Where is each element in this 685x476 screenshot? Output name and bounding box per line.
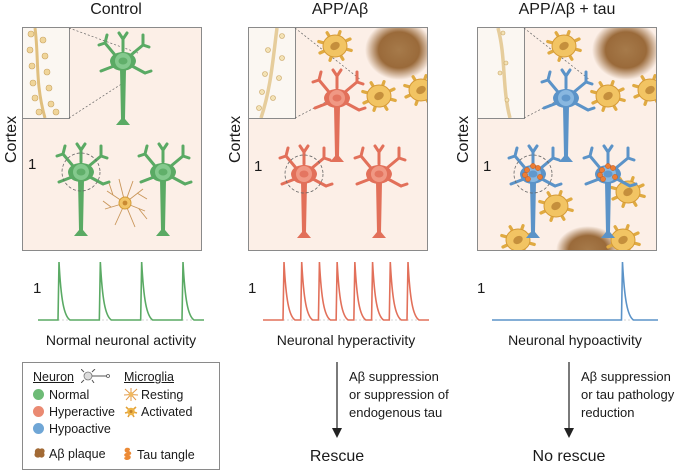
cortex-label-control: Cortex (3, 115, 20, 163)
circle-label: 1 (254, 158, 263, 175)
dendritic-spines-icon (496, 28, 512, 119)
recorded-neuron-circle (284, 154, 324, 194)
activated-microglia-icon (124, 406, 138, 418)
cortex-label-app-abeta: Cortex (227, 115, 244, 163)
legend-item-normal: Normal (33, 388, 89, 402)
legend-box: Neuron Microglia Normal Hyperactive Hypo… (22, 362, 220, 470)
hyperactive-dot-icon (33, 406, 44, 417)
activated-microglia (590, 80, 626, 112)
neuron (55, 142, 111, 236)
neuron (97, 31, 153, 125)
activated-microglia (403, 74, 427, 106)
neuron (582, 144, 638, 238)
dendritic-spines-icon (256, 28, 285, 119)
tau-tangle (522, 163, 543, 182)
trace-label-app-abeta: Neuronal hyperactivity (276, 332, 416, 348)
activated-microglia (361, 80, 397, 112)
resting-microglia-icon (123, 388, 139, 401)
activity-trace-control (38, 261, 204, 321)
cortex-label-app-abeta-tau: Cortex (455, 115, 472, 163)
legend-item-tangle: Tau tangle (122, 447, 195, 462)
neuron (311, 68, 367, 162)
cortex-panel-control: 1 (22, 27, 202, 251)
arrow-down-icon (332, 362, 342, 438)
activated-microglia (610, 176, 646, 208)
neuron (137, 142, 193, 236)
dendritic-spines-icon (26, 28, 60, 119)
outcome-no-rescue: No rescue (532, 448, 606, 465)
neuron (540, 68, 596, 162)
neuron-scene-app-abeta (278, 28, 427, 238)
intervention-text-no-rescue: Aβ suppression or tau pathology reductio… (581, 369, 675, 420)
recorded-neuron-circle (61, 152, 101, 192)
neuron (353, 144, 409, 238)
activity-trace-app-abeta-tau (492, 261, 658, 321)
dendrite-inset (478, 28, 525, 119)
cortex-panel-app-abeta-tau: 1 (477, 27, 657, 251)
dendrite-inset (249, 28, 296, 119)
panel-title-app-abeta: APP/Aβ (311, 1, 369, 18)
activated-microglia (538, 190, 574, 222)
trace-marker: 1 (248, 280, 257, 297)
activity-trace-app-abeta (263, 261, 429, 321)
arrow-down-icon (564, 362, 574, 438)
tau-tangle (597, 163, 618, 182)
spike-trace (38, 261, 204, 321)
activated-microglia (632, 74, 656, 106)
legend-item-plaque: Aβ plaque (33, 447, 106, 461)
legend-neuron-heading: Neuron (33, 370, 74, 384)
cortex-panel-app-abeta: 1 (248, 27, 428, 251)
trace-marker: 1 (33, 280, 42, 297)
circle-label: 1 (483, 158, 492, 175)
activated-microglia (500, 224, 536, 250)
trace-label-app-abeta-tau: Neuronal hypoactivity (508, 332, 642, 348)
legend-item-hyperactive: Hyperactive (33, 405, 115, 419)
abeta-plaque (592, 28, 656, 80)
neuron-scene-app-abeta-tau (500, 28, 656, 250)
tau-tangle-icon (124, 447, 132, 460)
hypoactive-dot-icon (33, 423, 44, 434)
activated-microglia (317, 30, 353, 62)
activated-microglia (546, 30, 582, 62)
neuron (507, 144, 563, 238)
recorded-neuron-circle (513, 154, 553, 194)
trace-marker: 1 (477, 280, 486, 297)
neuron-scene-control (55, 28, 193, 236)
panel-title-control: Control (90, 1, 142, 18)
normal-dot-icon (33, 389, 44, 400)
legend-microglia-heading: Microglia (124, 370, 175, 384)
spike-trace (263, 261, 429, 321)
spike-trace (492, 261, 658, 321)
neuron-icon (81, 369, 110, 383)
panel-title-app-abeta-tau: APP/Aβ + tau (518, 1, 616, 18)
abeta-plaque (556, 226, 620, 250)
abeta-plaque-icon (34, 448, 45, 458)
legend-item-resting: Resting (123, 388, 183, 402)
circle-label: 1 (28, 156, 37, 173)
legend-item-activated: Activated (124, 405, 192, 419)
outcome-rescue: Rescue (309, 448, 365, 465)
neuron (278, 144, 334, 238)
dendrite-inset (23, 28, 70, 119)
abeta-plaque (365, 28, 427, 80)
resting-microglia-icon (102, 178, 148, 228)
intervention-text-rescue: Aβ suppression or suppression of endogen… (349, 369, 449, 420)
legend-item-hypoactive: Hypoactive (33, 422, 111, 436)
trace-label-control: Normal neuronal activity (45, 332, 197, 348)
